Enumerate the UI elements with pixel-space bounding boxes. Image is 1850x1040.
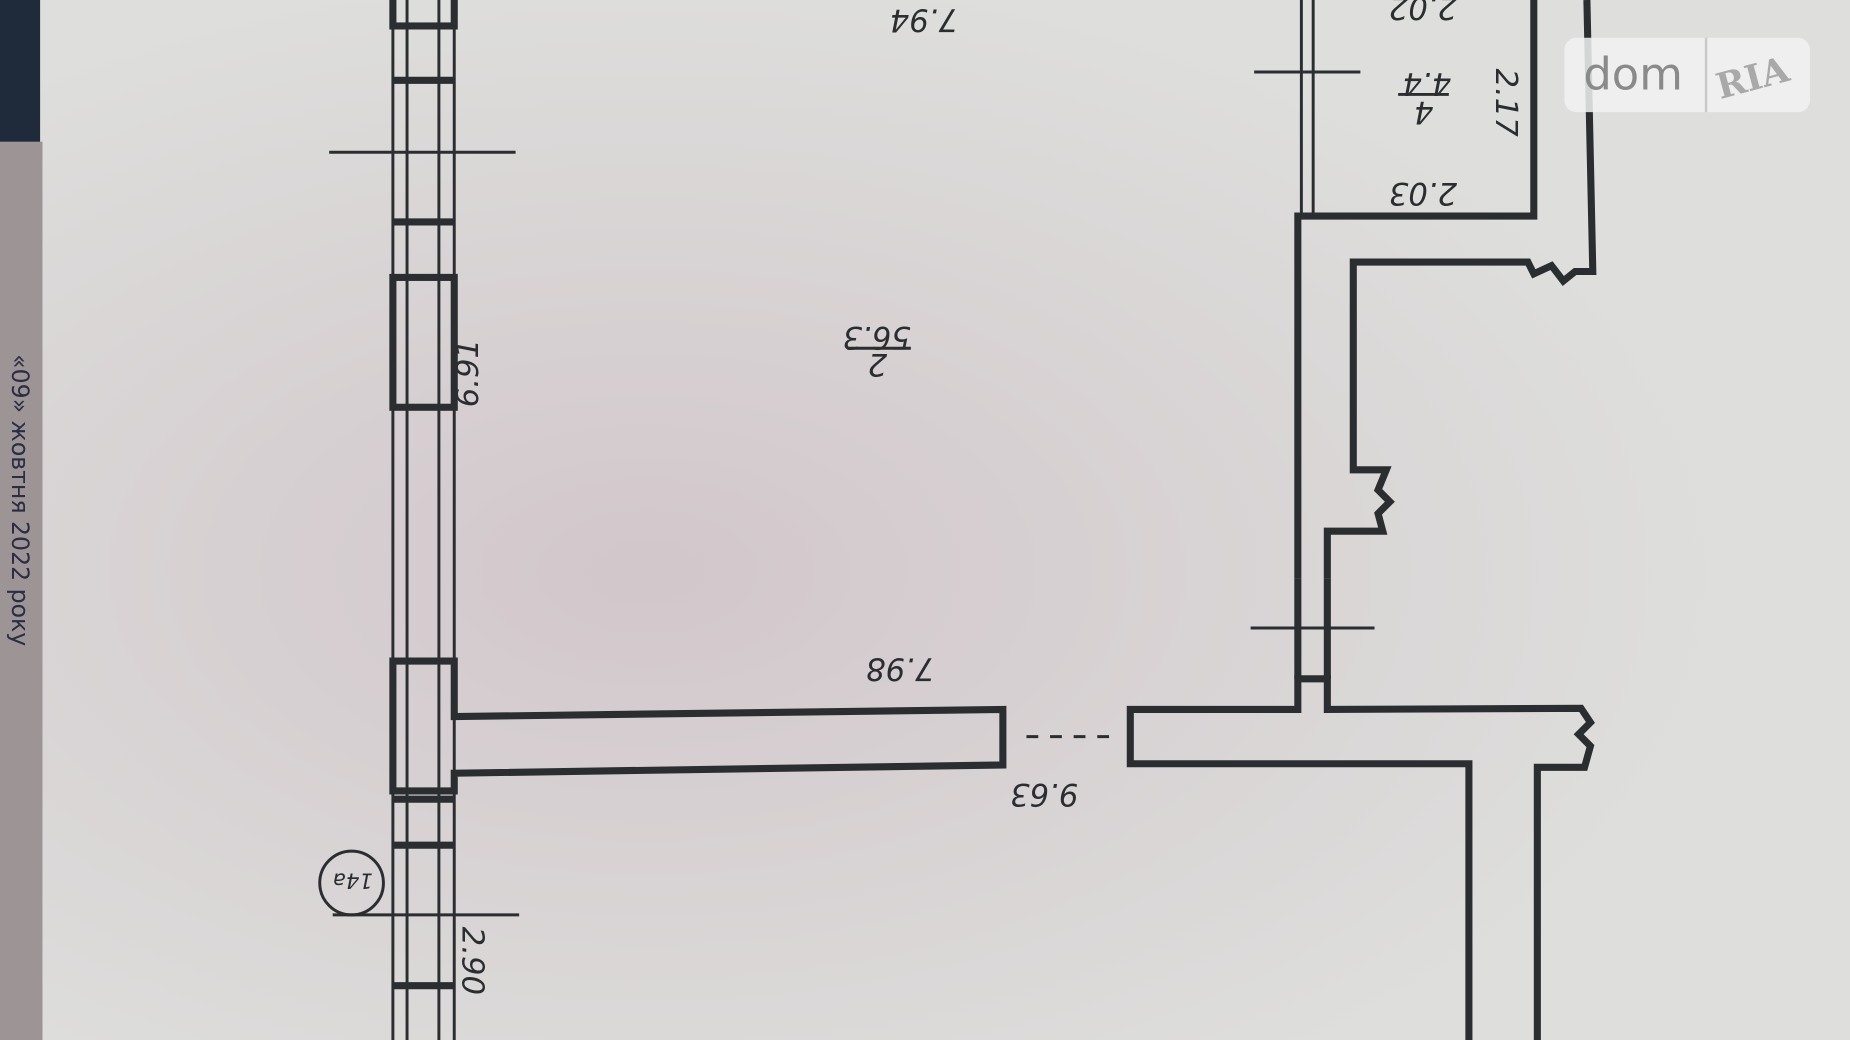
room-2-label: 56.3 2 bbox=[843, 319, 911, 381]
edge-stamp-text: «09» жовтня 2022 року bbox=[6, 354, 34, 646]
dim-top-width: 7.94 bbox=[890, 1, 958, 36]
partition-wall bbox=[389, 657, 1007, 795]
svg-text:14a: 14a bbox=[333, 868, 373, 893]
right-walls bbox=[1126, 0, 1597, 1040]
dim-lower-left: 2.90 bbox=[455, 927, 490, 995]
circle-marker: 14a bbox=[318, 849, 385, 917]
room-2-number: 2 bbox=[868, 346, 888, 381]
domria-watermark: dom RIA bbox=[1564, 37, 1810, 113]
room-4-number: 4 bbox=[1414, 94, 1434, 129]
dim-partition: 7.98 bbox=[866, 651, 934, 686]
dim-small-side: 2.17 bbox=[1488, 68, 1523, 137]
watermark-dom: dom bbox=[1583, 48, 1683, 101]
page-edge bbox=[0, 141, 43, 1040]
left-wall bbox=[329, 0, 520, 1040]
binder-edge bbox=[0, 0, 41, 148]
dim-lower-width: 9.63 bbox=[1010, 776, 1078, 811]
dim-small-bottom: 2.03 bbox=[1389, 175, 1457, 210]
room-4-label: 4.4 4 bbox=[1398, 65, 1451, 129]
dim-left-wall: 6.91 bbox=[451, 339, 486, 407]
dim-small-top: 2.02 bbox=[1389, 0, 1457, 25]
